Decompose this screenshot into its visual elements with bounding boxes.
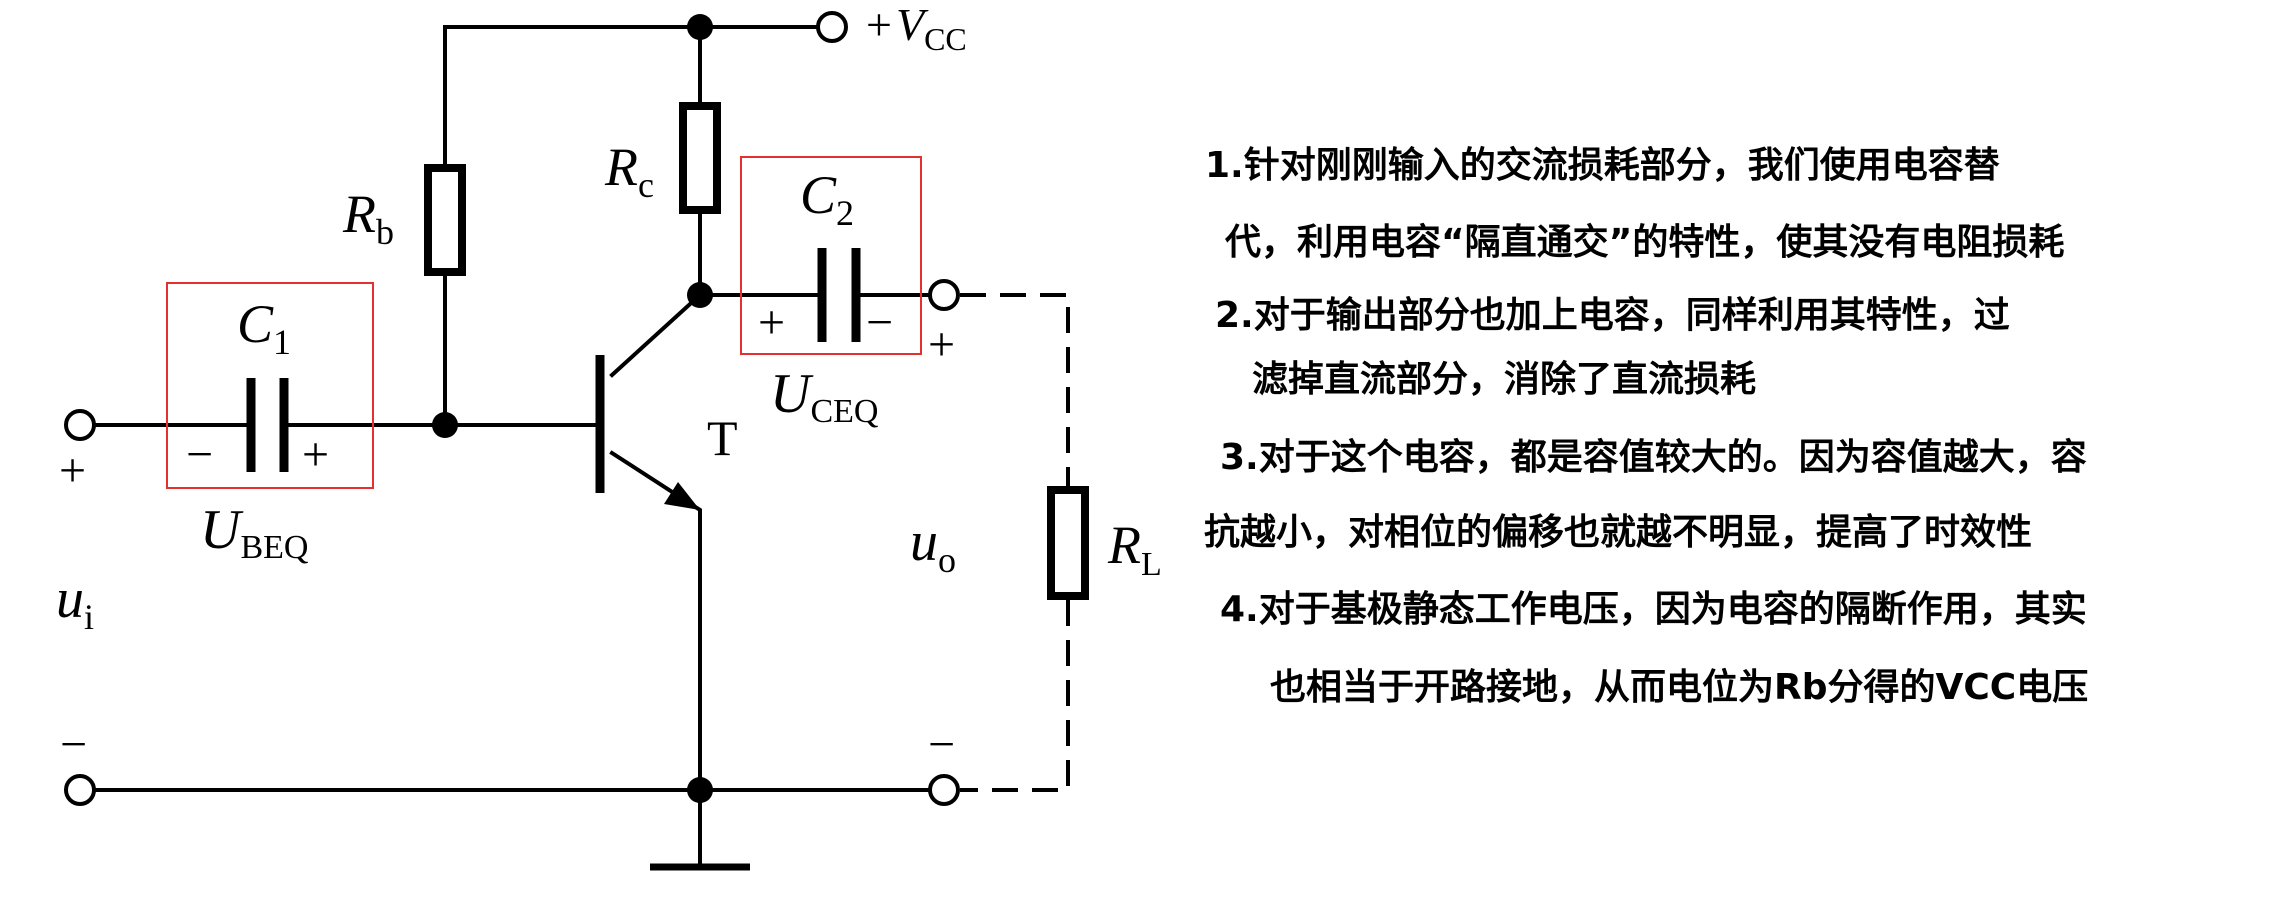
rc-sub: c (638, 165, 654, 205)
rl-label: R (1107, 515, 1141, 575)
note-line-5: 3.对于这个电容，都是容值较大的。因为容值越大，容 (1220, 437, 2087, 478)
svg-text:C1: C1 (237, 294, 291, 362)
rl-sub: L (1141, 546, 1162, 583)
wire-load-dashed (960, 293, 1070, 792)
ube-sub: BEQ (240, 529, 308, 566)
output-plus-sign: + (928, 318, 955, 371)
svg-text:RL: RL (1107, 515, 1162, 583)
c2-label: C (800, 165, 837, 225)
uce-sub: CEQ (810, 393, 878, 430)
emitter-arrow-icon (664, 482, 700, 510)
svg-text:uo: uo (910, 511, 956, 580)
uo-sub: o (938, 540, 956, 580)
input-minus-sign: − (60, 718, 87, 771)
svg-text:UCEQ: UCEQ (770, 363, 878, 430)
transistor-label: T (707, 410, 738, 466)
c1-plus-sign: + (302, 428, 329, 481)
highlight-box-c2 (740, 156, 922, 355)
resistor-rl (1047, 486, 1089, 600)
vcc-terminal (816, 11, 848, 43)
uce-label: U (770, 363, 814, 425)
rc-label: R (604, 137, 638, 197)
output-minus-sign: − (928, 718, 955, 771)
c2-sub: 2 (836, 193, 854, 233)
resistor-rb (424, 164, 466, 276)
vcc-sub: CC (924, 21, 967, 57)
svg-text:C2: C2 (800, 165, 854, 233)
note-line-6: 抗越小，对相位的偏移也就越不明显，提高了时效性 (1204, 512, 2033, 553)
input-plus-sign: + (59, 444, 86, 497)
output-terminal-bottom (928, 774, 960, 806)
ube-label: U (200, 499, 244, 561)
highlight-box-c1 (166, 282, 374, 489)
svg-text:Rb: Rb (342, 184, 394, 252)
input-terminal-bottom (64, 774, 96, 806)
c2-plus-sign: + (758, 296, 785, 349)
node-base (432, 412, 458, 438)
ui-sub: i (84, 597, 94, 637)
c2-minus-sign: − (866, 296, 893, 349)
svg-text:UBEQ: UBEQ (200, 499, 308, 566)
resistor-rc (679, 102, 721, 214)
note-line-2: 代，利用电容“隔直通交”的特性，使其没有电阻损耗 (1225, 222, 2065, 263)
c1-sub: 1 (273, 322, 291, 362)
note-line-7: 4.对于基极静态工作电压，因为电容的隔断作用，其实 (1220, 589, 2087, 630)
amplifier-circuit-diagram: +VCC Rc Rb C1 C2 − + + − UBEQ UCEQ T ui … (56, 0, 1162, 871)
vcc-sign: + (866, 0, 892, 50)
svg-text:Rc: Rc (604, 137, 654, 205)
note-line-4: 滤掉直流部分，消除了直流损耗 (1252, 359, 1757, 400)
svg-text:ui: ui (56, 568, 94, 637)
note-line-3: 2.对于输出部分也加上电容，同样利用其特性，过 (1215, 295, 2010, 336)
ui-label: u (56, 568, 84, 630)
c1-minus-sign: − (186, 428, 213, 481)
c1-label: C (237, 294, 274, 354)
vcc-label: V (896, 0, 929, 50)
input-terminal-top (64, 409, 96, 441)
svg-text:+VCC: +VCC (866, 0, 967, 57)
output-terminal-top (928, 279, 960, 311)
uo-label: u (910, 511, 938, 573)
note-line-1: 1.针对刚刚输入的交流损耗部分，我们使用电容替 (1205, 145, 2000, 186)
rb-sub: b (376, 212, 394, 252)
rb-label: R (342, 184, 376, 244)
note-line-8: 也相当于开路接地，从而电位为Rb分得的VCC电压 (1270, 667, 2089, 708)
